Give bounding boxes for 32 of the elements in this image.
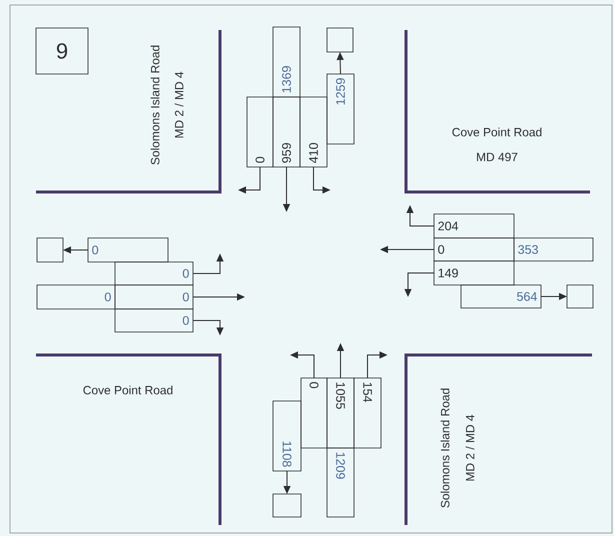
count-box: 353	[514, 238, 594, 262]
count-box: 0	[88, 238, 168, 262]
count-box: 0	[36, 284, 116, 310]
empty-box	[326, 28, 354, 52]
count-box: 0	[246, 96, 274, 168]
count-box: 410	[300, 96, 328, 168]
street-name: Solomons Island Road	[440, 388, 450, 508]
count-box: 1209	[326, 448, 354, 518]
street-name: Cove Point Road	[83, 386, 172, 394]
street-name: Cove Point Road	[452, 128, 542, 136]
count-box: 0	[114, 308, 194, 332]
count-box: 0	[114, 262, 194, 286]
count-box: 564	[460, 284, 542, 308]
empty-box	[272, 494, 302, 518]
empty-box	[36, 238, 64, 262]
street-name: MD 2 / MD 4	[174, 72, 184, 138]
count-box: 959	[272, 96, 300, 168]
count-box: 204	[434, 214, 514, 238]
street-name: Solomons Island Road	[150, 46, 160, 165]
count-box: 0	[434, 238, 514, 262]
count-box: 1369	[272, 26, 300, 98]
number-box: 9	[36, 28, 88, 74]
street-name: MD 497	[477, 152, 518, 162]
empty-box	[566, 284, 594, 308]
count-box: 0	[114, 284, 194, 310]
count-box: 0	[300, 378, 328, 448]
count-box: 154	[354, 378, 382, 448]
count-box: 1259	[326, 74, 354, 144]
count-box: 1108	[272, 400, 302, 472]
street-name: MD 2 / MD 4	[466, 414, 474, 481]
count-box: 149	[434, 260, 514, 286]
count-box: 1055	[326, 378, 354, 448]
